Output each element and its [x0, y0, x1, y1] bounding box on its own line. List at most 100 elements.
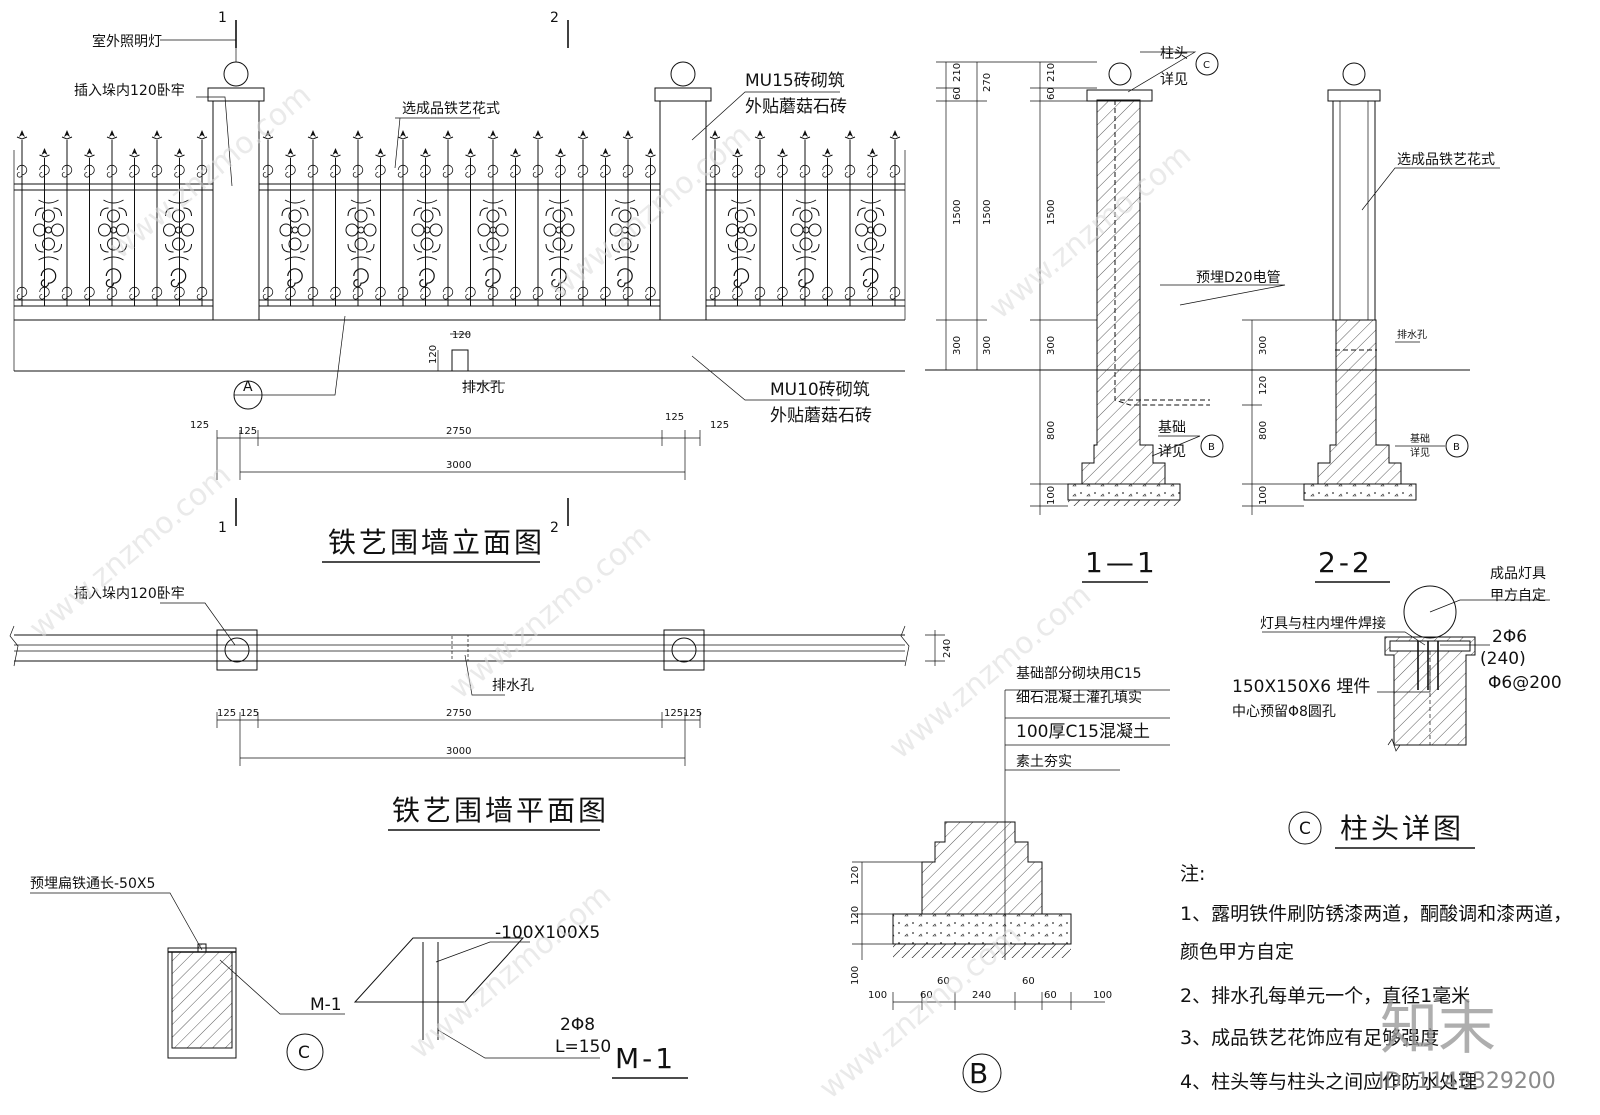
rebar-spacing-label: (240)	[1480, 649, 1526, 669]
insert-label: 插入垛内120卧牢	[74, 83, 185, 99]
embed-hole-label: 中心预留Φ8圆孔	[1232, 704, 1336, 720]
dim: 2750	[446, 708, 471, 719]
stirrup-label: Φ6@200	[1488, 673, 1562, 693]
drain-height: 120	[428, 345, 439, 364]
dim: 1500	[982, 200, 993, 225]
dim: 100	[1046, 486, 1057, 505]
dim: 125	[665, 412, 684, 423]
section-mark-2b: 2	[550, 520, 559, 536]
weld-label: 灯具与柱内埋件焊接	[1260, 615, 1386, 632]
embed-plate-label: 150X150X6 埋件	[1232, 677, 1370, 697]
base-finish-label: 外贴蘑菇石砖	[770, 406, 872, 426]
dim: 2750	[446, 426, 471, 437]
section-1-1	[925, 51, 1470, 515]
dim: 125	[710, 420, 729, 431]
section-mark-1b: 1	[218, 520, 227, 536]
dim: 300	[982, 336, 993, 355]
foundation-ref: B	[969, 1057, 991, 1090]
base-ref: B	[1208, 442, 1215, 453]
cap-detail-title: 柱头详图	[1340, 812, 1464, 845]
dim: 3000	[446, 460, 471, 471]
dim: 100	[1093, 990, 1112, 1001]
lamp-owner-label: 甲方自定	[1490, 588, 1546, 604]
dim: 60	[1022, 976, 1035, 987]
m1-ref: C	[298, 1043, 310, 1063]
rebar-label: 2Φ6	[1492, 627, 1527, 647]
dim: 60	[937, 976, 950, 987]
note-1b: 颜色甲方自定	[1180, 941, 1294, 963]
cap-label: 柱头	[1160, 46, 1188, 62]
brand-logo: 知末	[1380, 994, 1496, 1062]
plate-label: -100X100X5	[495, 923, 600, 943]
drain-label: 排水孔	[462, 380, 504, 396]
dim: 125	[190, 420, 209, 431]
dim: 300	[952, 336, 963, 355]
base-ref-label: 基础	[1158, 419, 1186, 436]
dim: 120	[850, 866, 861, 885]
s22-iron-label: 选成品铁艺花式	[1397, 152, 1495, 168]
section-2-2	[1242, 62, 1500, 515]
lamp-label: 室外照明灯	[92, 33, 162, 50]
pier-material-label: MU15砖砌筑	[745, 71, 845, 91]
dim: 125	[238, 426, 257, 437]
note-4: 4、柱头等与柱头之间应作防水处理	[1180, 1071, 1477, 1093]
iron-style-label: 选成品铁艺花式	[402, 101, 500, 117]
plan-view	[9, 602, 945, 766]
bar-label: 2Φ8	[560, 1015, 595, 1035]
dim: 125	[240, 708, 259, 719]
section-2-2-title: 2-2	[1318, 546, 1373, 579]
brand-id: ID: 1145329200	[1378, 1069, 1556, 1094]
foundation-note-1: 基础部分砌块用C15	[1016, 665, 1142, 682]
base-ref-label-2: 详见	[1158, 444, 1186, 460]
dim: 125	[217, 708, 236, 719]
bar-length-label: L=150	[555, 1037, 611, 1057]
s22-base-label-2: 详见	[1410, 446, 1430, 459]
section-mark-1: 1	[218, 10, 227, 26]
dim: 210	[952, 63, 963, 82]
m1-callout: M-1	[310, 995, 342, 1015]
lamp-product-label: 成品灯具	[1490, 566, 1546, 582]
plan-title: 铁艺围墙平面图	[392, 794, 609, 827]
note-1: 1、露明铁件刷防锈漆两道，酮酸调和漆两道，	[1180, 903, 1572, 925]
dim: 1500	[1046, 200, 1057, 225]
s22-drain-label: 排水孔	[1397, 328, 1427, 341]
elevation-view	[13, 20, 906, 526]
base-material-label: MU10砖砌筑	[770, 380, 870, 400]
m1-title: M-1	[615, 1042, 676, 1075]
dim: 120	[850, 906, 861, 925]
dim: 120	[1258, 376, 1269, 395]
cap-detail-ref: C	[1299, 819, 1311, 839]
watermark-text: www.znzmo.com	[983, 138, 1198, 327]
dim: 125	[664, 708, 683, 719]
s22-base-label: 基础	[1410, 432, 1430, 445]
dim: 60	[952, 87, 963, 100]
dim: 60	[1046, 87, 1057, 100]
dim: 1500	[952, 200, 963, 225]
dim: 300	[1046, 336, 1057, 355]
pier-finish-label: 外贴蘑菇石砖	[745, 97, 847, 117]
dim: 100	[868, 990, 887, 1001]
dim: 800	[1258, 421, 1269, 440]
watermark-text: www.znzmo.com	[23, 458, 238, 647]
dim: 800	[1046, 421, 1057, 440]
section-mark-2: 2	[550, 10, 559, 26]
plan-drain-label: 排水孔	[492, 678, 534, 694]
s22-base-ref: B	[1453, 442, 1460, 453]
drain-width: 120	[452, 330, 471, 341]
dim: 125	[683, 708, 702, 719]
dim: 270	[982, 73, 993, 92]
section-1-1-title: 1—1	[1085, 546, 1158, 579]
notes-heading: 注:	[1180, 863, 1205, 885]
dim: 240	[972, 990, 991, 1001]
elevation-title: 铁艺围墙立面图	[328, 526, 545, 559]
foundation-note-2: 细石混凝土灌孔填实	[1016, 690, 1142, 706]
cap-label-2: 详见	[1160, 72, 1188, 88]
embed-strip-label: 预埋扁铁通长-50X5	[30, 876, 155, 892]
dim: 300	[1258, 336, 1269, 355]
dim: 60	[920, 990, 933, 1001]
note-3: 3、成品铁艺花饰应有足够强度	[1180, 1027, 1439, 1049]
plan-insert-label: 插入垛内120卧牢	[74, 586, 185, 602]
dim: 60	[1044, 990, 1057, 1001]
foundation-note-4: 素土夯实	[1016, 754, 1072, 770]
